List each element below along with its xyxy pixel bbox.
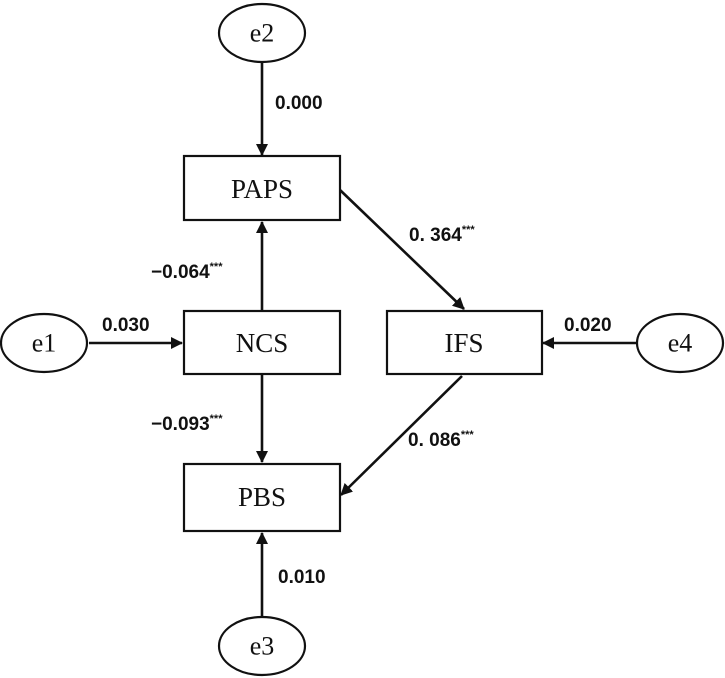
node-ncs-label: NCS [236, 328, 289, 358]
coef-paps-ifs: 0. 364*** [409, 224, 475, 246]
error-e1-label: e1 [32, 329, 57, 358]
node-ifs-label: IFS [444, 328, 483, 358]
coef-ncs-paps-sig: *** [210, 261, 224, 273]
error-e2-label: e2 [250, 19, 275, 48]
node-paps-label: PAPS [231, 174, 293, 204]
error-e1: e1 [0, 312, 89, 374]
coef-e2-paps: 0.000 [275, 93, 323, 114]
error-e4-label: e4 [668, 329, 693, 358]
coef-paps-ifs-value: 0. 364 [409, 225, 462, 246]
node-pbs-label: PBS [238, 482, 286, 512]
coef-ncs-paps-value: −0.064 [151, 262, 210, 283]
error-e4: e4 [635, 312, 725, 374]
edge-paps-to-ifs [339, 189, 465, 310]
node-paps: PAPS [182, 154, 342, 222]
edge-ifs-to-pbs [340, 375, 463, 496]
coef-ncs-pbs-sig: *** [210, 413, 224, 425]
error-e2: e2 [217, 2, 307, 64]
error-e3-label: e3 [250, 632, 275, 661]
coef-e3-pbs: 0.010 [278, 567, 326, 588]
coef-ncs-pbs-value: −0.093 [151, 414, 210, 435]
coef-e1-ncs: 0.030 [102, 315, 150, 336]
error-e3: e3 [217, 615, 307, 677]
coef-ncs-paps: −0.064*** [151, 261, 223, 283]
coef-paps-ifs-sig: *** [462, 224, 476, 236]
node-ifs: IFS [385, 309, 544, 376]
node-pbs: PBS [182, 462, 342, 533]
coef-ifs-pbs: 0. 086*** [408, 429, 474, 451]
node-ncs: NCS [182, 309, 342, 376]
coef-e4-ifs: 0.020 [564, 315, 612, 336]
coef-ncs-pbs: −0.093*** [151, 413, 223, 435]
coef-ifs-pbs-sig: *** [461, 429, 475, 441]
coef-ifs-pbs-value: 0. 086 [408, 430, 461, 451]
